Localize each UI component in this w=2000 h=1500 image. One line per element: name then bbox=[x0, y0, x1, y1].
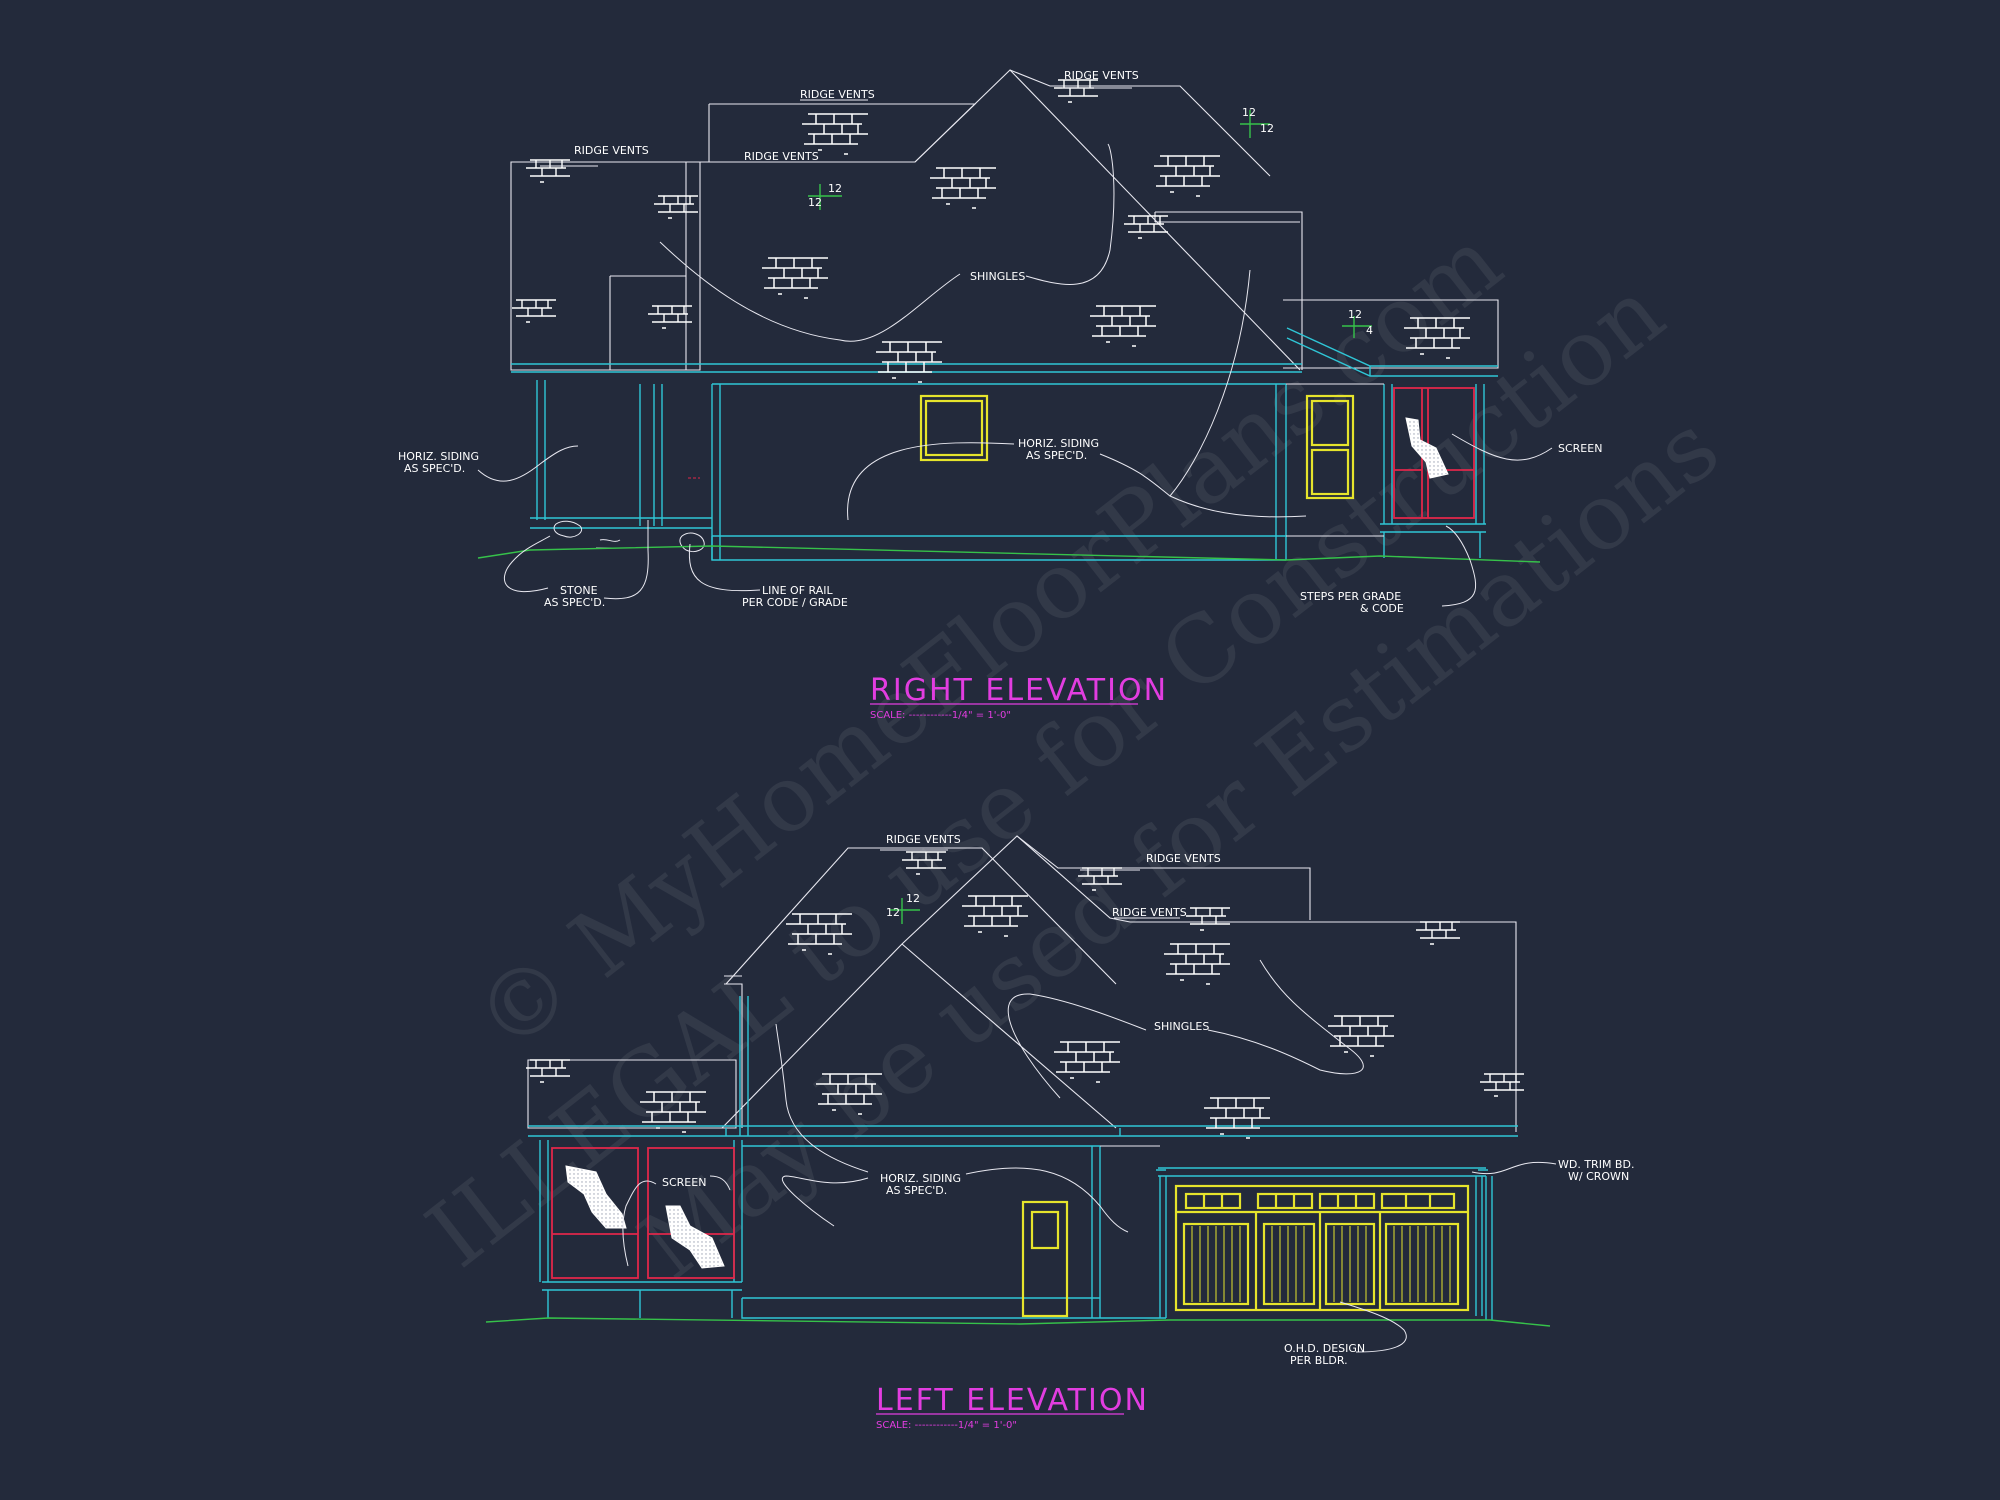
left-elevation-title: LEFT ELEVATION bbox=[876, 1383, 1149, 1418]
right-ridge-vents-label-3: RIDGE VENTS bbox=[744, 150, 819, 163]
left-screen-label: SCREEN bbox=[662, 1176, 706, 1189]
right-pitch-b-rise: 12 bbox=[1242, 106, 1256, 119]
right-ridge-vents-label-1: RIDGE VENTS bbox=[574, 144, 649, 157]
watermark: © MyHomeFloorPlans.com ILLEGAL to use fo… bbox=[408, 208, 1739, 1300]
right-elevation-title: RIGHT ELEVATION bbox=[870, 673, 1168, 708]
left-garage-door bbox=[1174, 1184, 1470, 1312]
left-roof-lines bbox=[527, 835, 1518, 1137]
right-pitch-a-run: 12 bbox=[808, 196, 822, 209]
left-ridge-vents-label-2: RIDGE VENTS bbox=[1146, 852, 1221, 865]
right-horiz-siding-mid-2: AS SPEC'D. bbox=[1026, 449, 1087, 462]
left-horiz-siding-2: AS SPEC'D. bbox=[886, 1184, 947, 1197]
right-leader-lines bbox=[477, 87, 1553, 607]
left-annotations: RIDGE VENTS RIDGE VENTS RIDGE VENTS SHIN… bbox=[662, 833, 1634, 1367]
right-horiz-siding-left-1: HORIZ. SIDING bbox=[398, 450, 479, 463]
right-screen-porch bbox=[1393, 387, 1475, 519]
left-ohd-label-1: O.H.D. DESIGN bbox=[1284, 1342, 1365, 1355]
right-horiz-siding-mid-1: HORIZ. SIDING bbox=[1018, 437, 1099, 450]
right-shingles-label: SHINGLES bbox=[970, 270, 1025, 283]
right-ridge-vents-label-2: RIDGE VENTS bbox=[800, 88, 875, 101]
left-leader-lines bbox=[622, 849, 1557, 1353]
right-walls bbox=[530, 380, 1486, 561]
right-screen-label: SCREEN bbox=[1558, 442, 1602, 455]
right-stone-base bbox=[553, 477, 705, 553]
left-pitch-rise: 12 bbox=[906, 892, 920, 905]
right-stone-label-1: STONE bbox=[560, 584, 598, 597]
left-trim-label-2: W/ CROWN bbox=[1568, 1170, 1629, 1183]
left-door bbox=[1021, 1200, 1069, 1318]
right-ridge-vents-label-4: RIDGE VENTS bbox=[1064, 69, 1139, 82]
left-ohd-label-2: PER BLDR. bbox=[1290, 1354, 1348, 1367]
right-rail-label-1: LINE OF RAIL bbox=[762, 584, 833, 597]
right-annotations: RIDGE VENTS RIDGE VENTS RIDGE VENTS RIDG… bbox=[398, 69, 1602, 615]
right-elevation: 12 12 12 12 12 4 RIDGE VENTS bbox=[398, 69, 1602, 721]
watermark-line-2: ILLEGAL to use for Construction bbox=[408, 258, 1684, 1288]
right-pitch-marks: 12 12 12 12 12 4 bbox=[808, 106, 1373, 338]
left-pitch-marks: 12 12 bbox=[886, 892, 920, 924]
right-pitch-a-rise: 12 bbox=[828, 182, 842, 195]
left-pitch-run: 12 bbox=[886, 906, 900, 919]
left-elevation: 12 12 RIDGE VENTS RIDGE VENTS RIDGE VENT… bbox=[485, 833, 1634, 1431]
right-grade-line bbox=[477, 545, 1541, 563]
right-elevation-scale: SCALE: ------------1/4" = 1'-0" bbox=[870, 710, 1011, 721]
right-pitch-c-rise: 12 bbox=[1348, 308, 1362, 321]
left-title-block: LEFT ELEVATION SCALE: ------------1/4" =… bbox=[876, 1383, 1149, 1431]
right-rail-label-2: PER CODE / GRADE bbox=[742, 596, 848, 609]
left-ridge-vents-label-1: RIDGE VENTS bbox=[886, 833, 961, 846]
right-steps-label-1: STEPS PER GRADE bbox=[1300, 590, 1401, 603]
right-steps-label-2: & CODE bbox=[1360, 602, 1404, 615]
right-windows bbox=[919, 394, 1355, 500]
left-screen-porch bbox=[551, 1147, 735, 1279]
left-ridge-vents-label-3: RIDGE VENTS bbox=[1112, 906, 1187, 919]
right-horiz-siding-left-2: AS SPEC'D. bbox=[404, 462, 465, 475]
left-horiz-siding-1: HORIZ. SIDING bbox=[880, 1172, 961, 1185]
right-title-block: RIGHT ELEVATION SCALE: ------------1/4" … bbox=[870, 673, 1168, 721]
left-grade-line bbox=[485, 1317, 1551, 1327]
right-stone-label-2: AS SPEC'D. bbox=[544, 596, 605, 609]
right-pitch-c-run: 4 bbox=[1366, 324, 1373, 337]
left-trim-label-1: WD. TRIM BD. bbox=[1558, 1158, 1634, 1171]
left-shingles-label: SHINGLES bbox=[1154, 1020, 1209, 1033]
left-elevation-scale: SCALE: ------------1/4" = 1'-0" bbox=[876, 1420, 1017, 1431]
right-pitch-b-run: 12 bbox=[1260, 122, 1274, 135]
